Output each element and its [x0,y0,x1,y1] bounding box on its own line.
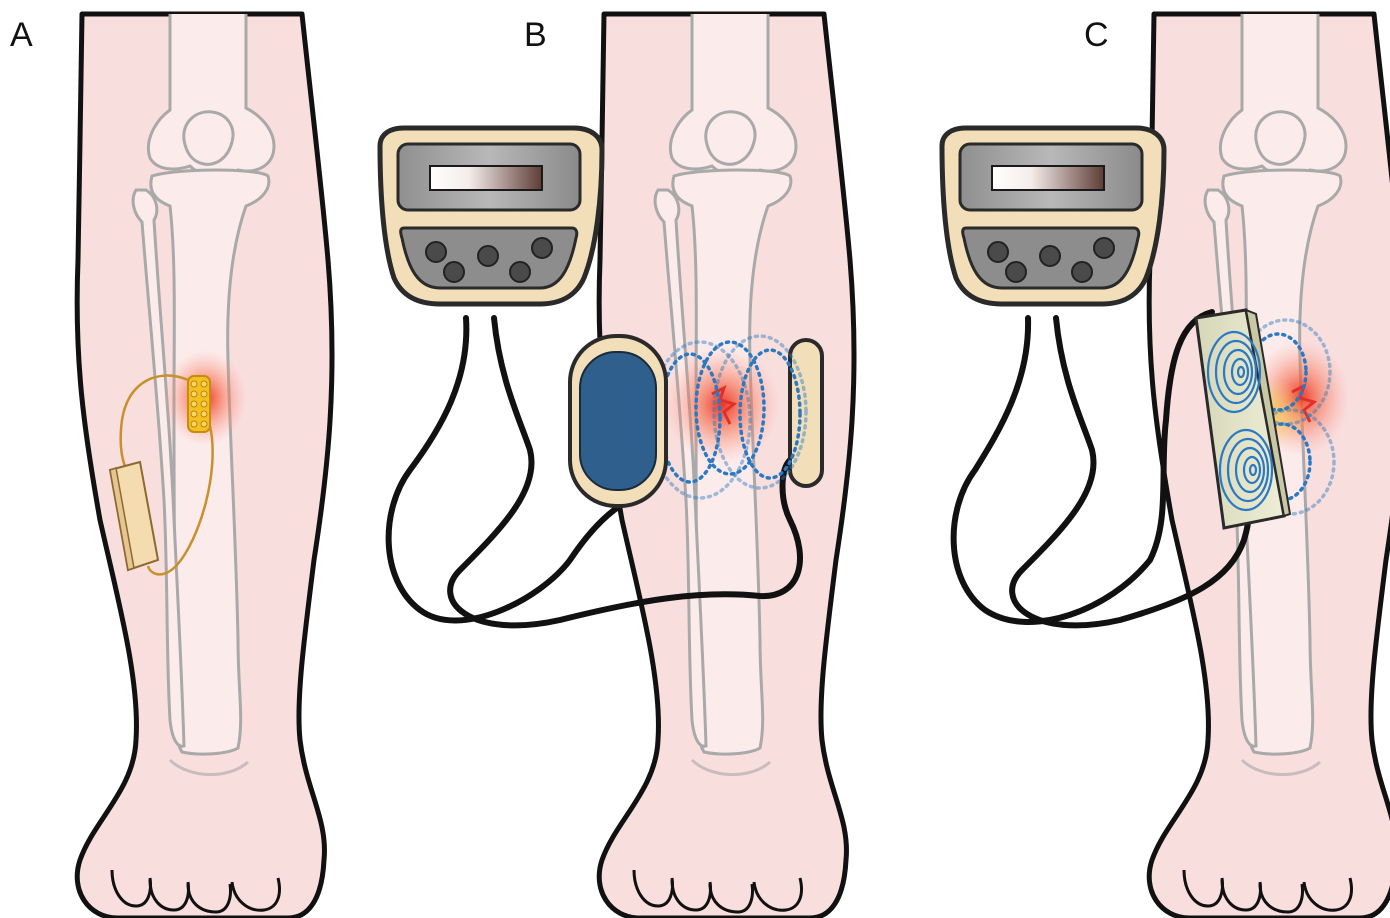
panel-c [942,14,1390,918]
panel-label-c: C [1084,16,1109,54]
panel-a [77,14,332,918]
leg-a [77,14,332,918]
panel-label-b: B [524,16,547,54]
fracture-glow [664,347,780,463]
panel-label-a: A [10,16,33,54]
stimulator-device [942,128,1164,304]
stimulator-device [380,128,602,304]
capacitive-electrode-front [570,336,666,506]
implanted-electrode [188,376,210,432]
panel-b [380,14,854,918]
